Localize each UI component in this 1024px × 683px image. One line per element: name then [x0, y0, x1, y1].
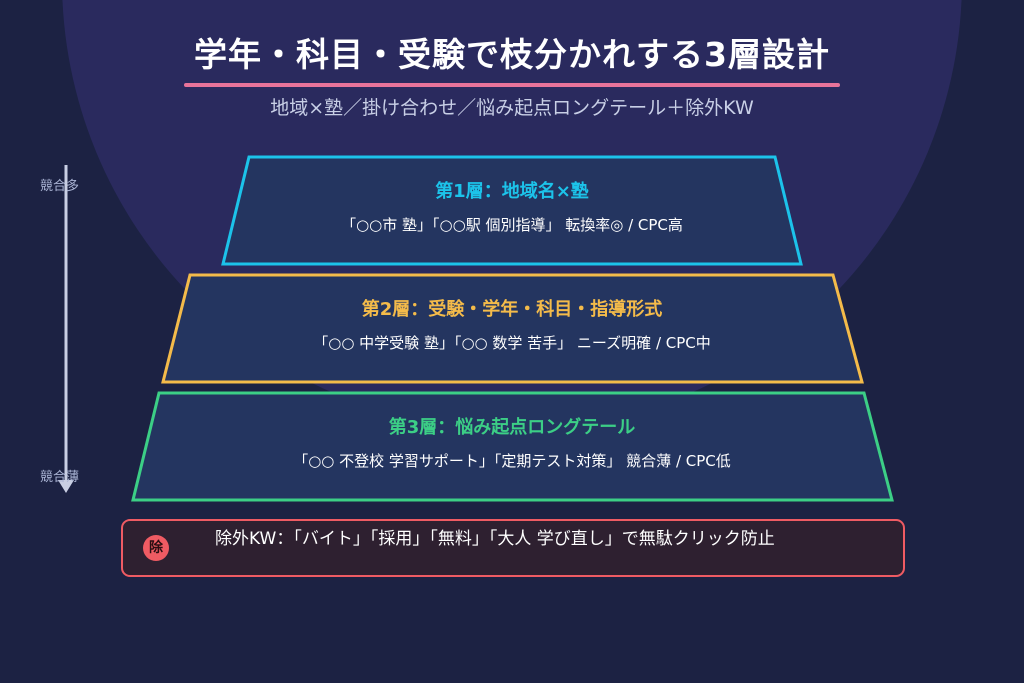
title-underline	[184, 83, 840, 87]
exclude-badge-icon: 除	[143, 535, 169, 561]
exclude-keywords-text: 除外KW：「バイト」「採用」「無料」「大人 学び直し」で無駄クリック防止	[215, 529, 775, 549]
layer-2-title: 第2層：受験・学年・科目・指導形式	[361, 299, 663, 320]
layer-1-title: 第1層：地域名×塾	[435, 181, 589, 202]
layer-1-shape	[221, 155, 803, 266]
exclude-keywords-box	[121, 519, 905, 577]
layer-2-description: 「○○ 中学受験 塾」「○○ 数学 苦手」 ニーズ明確 / CPC中	[313, 334, 711, 352]
layer-3-title: 第3層：悩み起点ロングテール	[388, 417, 636, 438]
axis-arrow-icon	[58, 480, 74, 493]
axis-label-top: 競合多	[40, 179, 80, 194]
page-subtitle: 地域×塾／掛け合わせ／悩み起点ロングテール＋除外KW	[270, 97, 754, 119]
axis-label-bottom: 競合薄	[40, 470, 80, 485]
layer-1-description: 「○○市 塾」「○○駅 個別指導」 転換率◎ / CPC高	[341, 216, 683, 234]
layer-2-shape	[161, 273, 864, 384]
page-title: 学年・科目・受験で枝分かれする3層設計	[194, 35, 830, 74]
layer-3-description: 「○○ 不登校 学習サポート」「定期テスト対策」 競合薄 / CPC低	[293, 452, 731, 470]
layer-3-shape	[131, 391, 894, 502]
